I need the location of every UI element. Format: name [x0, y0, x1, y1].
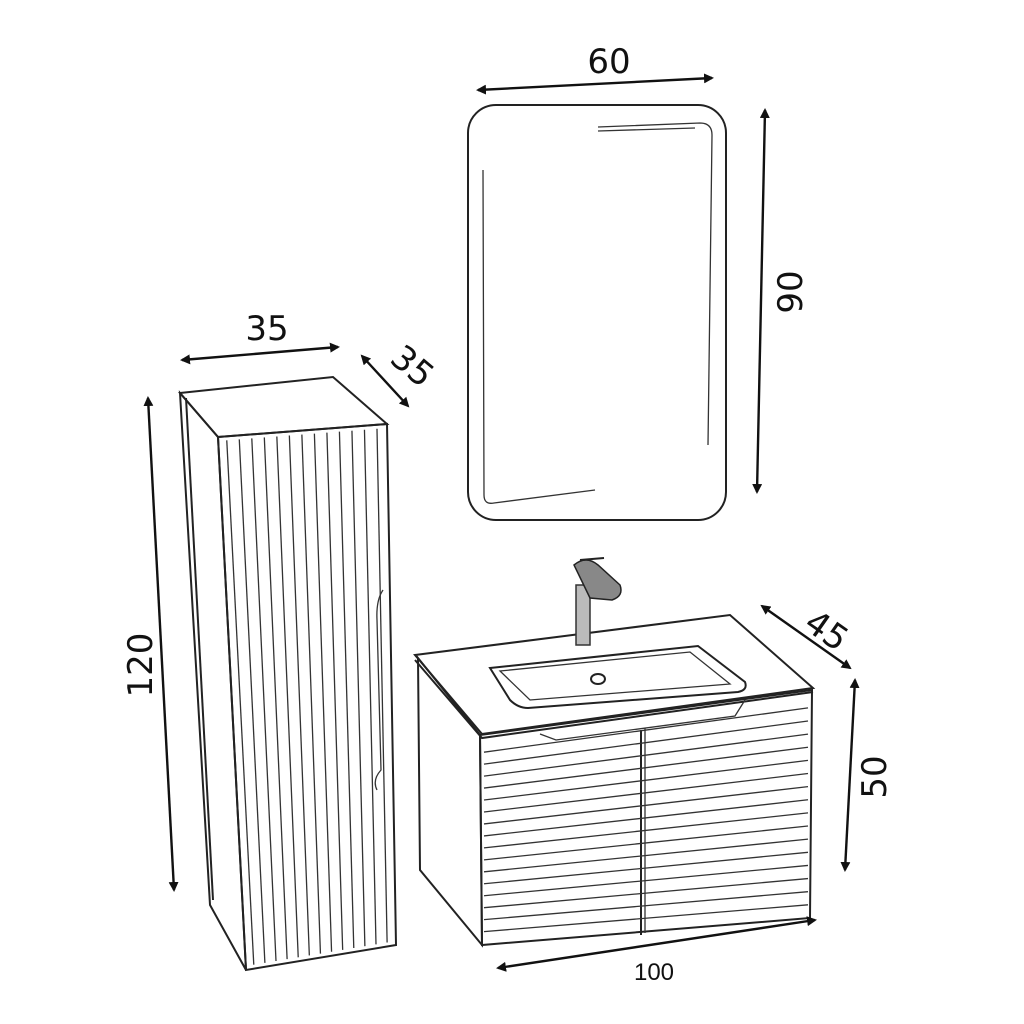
vanity-unit: [413, 557, 816, 948]
groove-line: [263, 437, 288, 960]
groove-line: [376, 428, 388, 943]
groove-line: [483, 707, 809, 753]
groove-line: [483, 772, 809, 813]
groove-line: [301, 434, 322, 954]
groove-line: [483, 825, 809, 861]
vanity-height-label: 50: [855, 755, 895, 798]
groove-line: [251, 438, 277, 962]
tall-cabinet: [177, 375, 398, 972]
groove-line: [363, 429, 377, 945]
mirror-height-label: 90: [771, 270, 811, 313]
groove-line: [483, 733, 809, 777]
mirror-led-strips: [482, 122, 713, 504]
faucet: [573, 557, 622, 646]
vanity-horizontal-grooves: [483, 707, 809, 933]
groove-line: [326, 432, 344, 950]
vanity-width-arrow: [496, 916, 817, 972]
cabinet-depth-arrow: [360, 354, 410, 408]
cabinet-width-label: 35: [245, 309, 288, 349]
groove-line: [483, 720, 809, 765]
cabinet-vertical-grooves: [226, 428, 388, 965]
groove-line: [226, 440, 255, 965]
sink-basin: [488, 644, 747, 741]
groove-line: [483, 877, 809, 909]
groove-line: [288, 435, 310, 956]
cabinet-width-arrow: [180, 342, 340, 365]
groove-line: [483, 759, 809, 801]
groove-line: [483, 864, 809, 897]
groove-line: [313, 433, 333, 952]
groove-line: [338, 431, 355, 949]
groove-line: [238, 439, 266, 963]
mirror: [467, 104, 727, 521]
groove-line: [483, 812, 809, 849]
groove-line: [483, 799, 809, 837]
mirror-height-arrow: [752, 108, 770, 494]
groove-line: [483, 891, 809, 921]
vanity-height-arrow: [840, 678, 860, 872]
cabinet-height-arrow: [143, 396, 179, 892]
vanity-depth-arrow: [760, 604, 852, 670]
vanity-width-label: 100: [634, 959, 674, 986]
mirror-width-label: 60: [587, 42, 630, 82]
groove-line: [351, 430, 366, 947]
groove-line: [483, 746, 809, 789]
groove-line: [276, 436, 299, 958]
vanity-depth-label: 45: [797, 602, 855, 660]
groove-line: [483, 838, 809, 873]
groove-line: [483, 851, 809, 885]
cabinet-height-label: 120: [121, 633, 161, 698]
mirror-width-arrow: [476, 73, 714, 95]
groove-line: [483, 786, 809, 825]
